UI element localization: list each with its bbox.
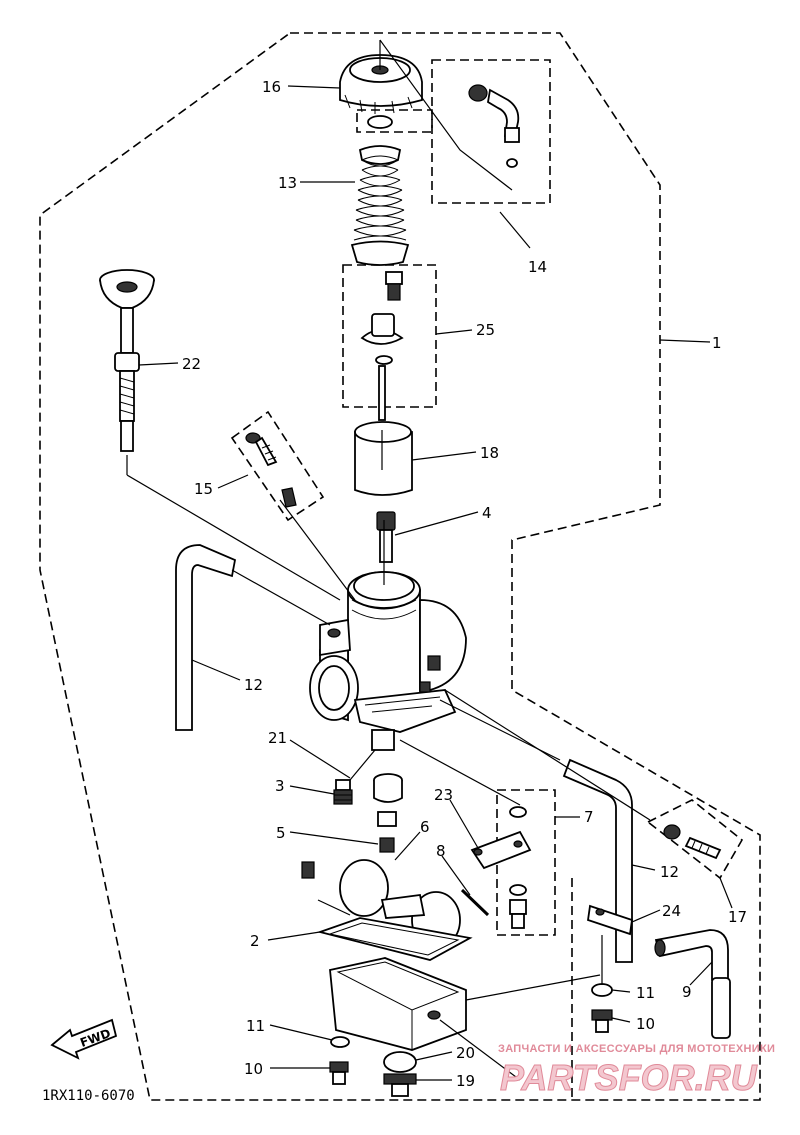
label-16: 16 [262, 78, 281, 96]
label-10-left: 10 [244, 1060, 263, 1078]
label-11-left: 11 [246, 1017, 265, 1035]
part-4-starter-plunger [376, 511, 396, 563]
part-13-throttle-spring [350, 145, 410, 266]
label-24: 24 [662, 902, 681, 920]
label-7: 7 [584, 808, 594, 826]
label-12-left: 12 [244, 676, 263, 694]
part-23-plate [470, 806, 532, 929]
part-16-mixing-chamber-top [339, 40, 423, 114]
label-6: 6 [420, 818, 430, 836]
label-23: 23 [434, 786, 453, 804]
part-20-gasket [383, 1051, 417, 1073]
part-8-float-pin [460, 888, 490, 917]
part-10-screw-left [329, 1061, 349, 1085]
part-2-float-chamber-gasket [316, 917, 473, 961]
group-box-15 [230, 410, 325, 522]
group-box-7 [496, 789, 556, 936]
label-12-right: 12 [660, 863, 679, 881]
part-22-throttle-stop-screw [99, 269, 155, 475]
label-1: 1 [712, 334, 722, 352]
part-24-hole [595, 908, 605, 916]
leader-and-connection-lines [126, 85, 733, 1081]
label-3: 3 [275, 777, 285, 795]
label-8: 8 [436, 842, 446, 860]
fwd-label: FWD [78, 1026, 112, 1050]
label-20: 20 [456, 1044, 475, 1062]
part-19-drain-plug [383, 1073, 417, 1097]
label-17: 17 [728, 908, 747, 926]
float-chamber [329, 957, 467, 1051]
part-15-pilot-air-screw [245, 432, 297, 508]
label-13: 13 [278, 174, 297, 192]
label-21: 21 [268, 729, 287, 747]
part-3-pilot-jet [333, 779, 353, 805]
part-21-main-jet-holder [373, 773, 403, 803]
label-14: 14 [528, 258, 547, 276]
assembly-boundary [39, 32, 761, 1101]
part-number-labels: 16 13 14 25 1 22 18 15 4 12 21 3 23 7 5 … [182, 78, 747, 1090]
group-box-17 [646, 799, 744, 880]
watermark-brand: PARTSFOR.RU [500, 1057, 758, 1098]
drawing-code: 1RX110-6070 [42, 1088, 135, 1104]
part-5-main-jet [377, 811, 397, 853]
part-12-hose-right [562, 758, 633, 963]
label-5: 5 [276, 824, 286, 842]
label-22: 22 [182, 355, 201, 373]
forward-direction-arrow: FWD [50, 1018, 118, 1060]
carburetor-body [309, 571, 467, 751]
label-19: 19 [456, 1072, 475, 1090]
part-10-screw-right [591, 1009, 613, 1033]
group-box-14 [431, 59, 551, 204]
label-9: 9 [682, 983, 692, 1001]
part-11-washer-right [591, 983, 613, 997]
part-25-jet-needle-set [360, 271, 404, 421]
part-14-cable-adjuster [379, 39, 520, 191]
label-18: 18 [480, 444, 499, 462]
label-25: 25 [476, 321, 495, 339]
watermark-tagline: ЗАПЧАСТИ И АКСЕССУАРЫ ДЛЯ МОТОТЕХНИКИ [498, 1043, 775, 1055]
watermark: ЗАПЧАСТИ И АКСЕССУАРЫ ДЛЯ МОТОТЕХНИКИ PA… [498, 1043, 775, 1099]
part-17-screw [663, 824, 722, 860]
label-15: 15 [194, 480, 213, 498]
label-4: 4 [482, 504, 492, 522]
label-10-right: 10 [636, 1015, 655, 1033]
group-box-16 [356, 109, 433, 133]
label-11-right: 11 [636, 984, 655, 1002]
part-18-throttle-valve [354, 421, 413, 496]
label-2: 2 [250, 932, 260, 950]
part-16-ring [367, 115, 393, 129]
part-12-hose-left [175, 544, 237, 731]
part-9-hose [654, 929, 731, 1039]
part-11-washer-left [330, 1036, 350, 1048]
